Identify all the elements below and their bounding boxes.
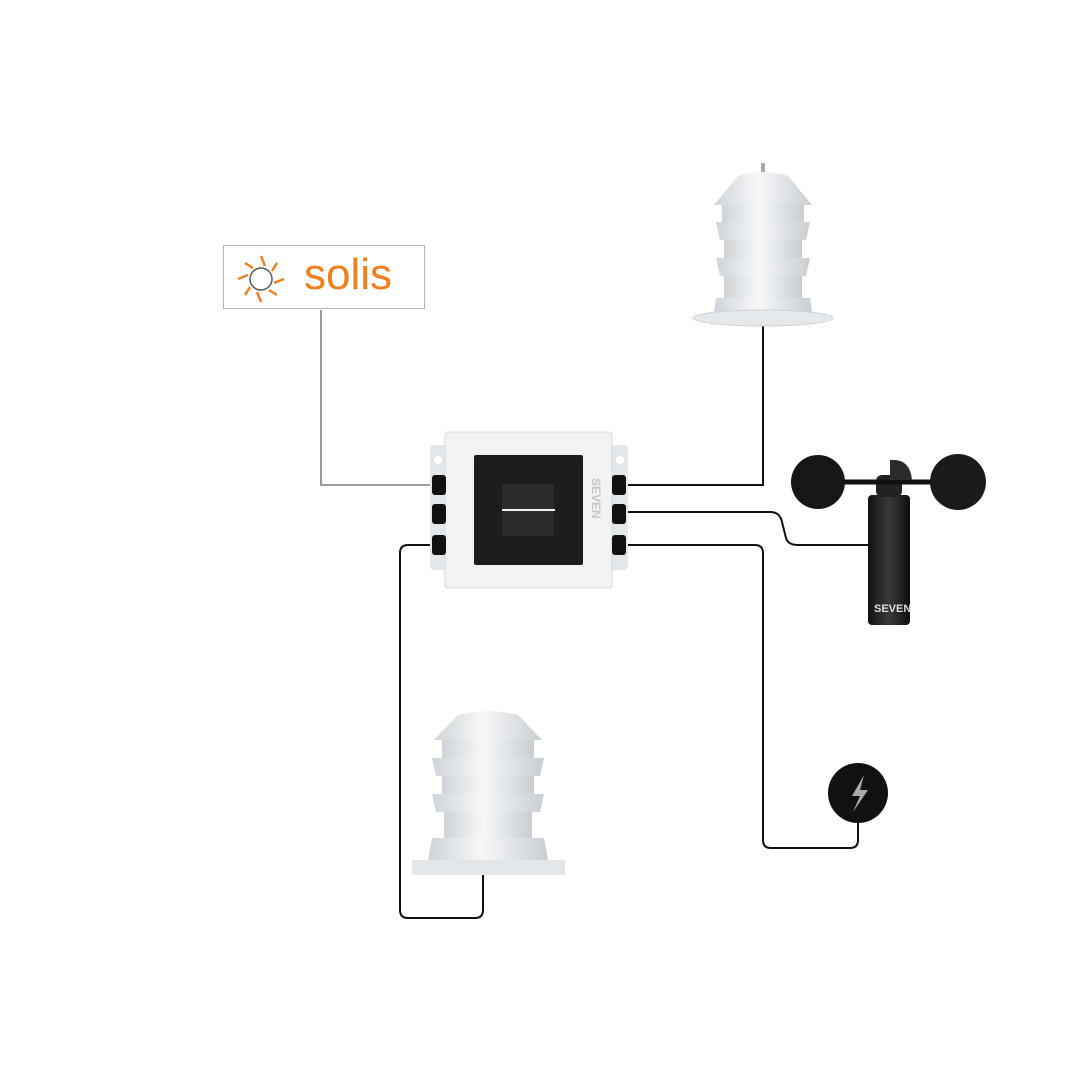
radiation-shield-bottom[interactable] xyxy=(412,711,565,875)
inverter-cable xyxy=(320,310,432,486)
radiation-shield-top[interactable] xyxy=(692,163,834,327)
anemometer[interactable]: SEVEN xyxy=(791,454,986,625)
lightning-icon xyxy=(852,775,868,812)
cable-top-shield xyxy=(612,325,764,486)
data-logger[interactable]: SEVEN xyxy=(430,431,628,589)
solis-inverter-logo[interactable]: solis xyxy=(223,245,425,309)
logger-logo: SEVEN xyxy=(589,478,603,519)
cable-lightning xyxy=(612,544,859,849)
anemometer-logo: SEVEN xyxy=(874,603,911,615)
solis-brand-text: solis xyxy=(304,250,393,299)
sun-icon xyxy=(237,255,285,303)
cable-anemometer xyxy=(612,511,868,546)
lightning-sensor[interactable] xyxy=(828,763,888,823)
cable-bottom-shield xyxy=(399,544,484,919)
